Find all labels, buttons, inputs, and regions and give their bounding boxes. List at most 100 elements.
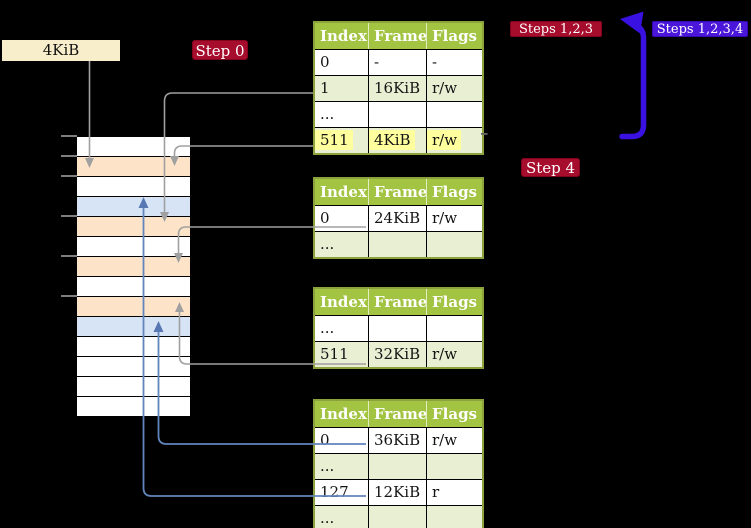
step-0-badge: Step 0 [192, 40, 248, 60]
table-row: ... [315, 453, 482, 479]
cell-index: 511 [315, 342, 368, 367]
page-table-2: Index Frame Flags 0 24KiB r/w ... [313, 177, 484, 259]
cell-flags [426, 506, 482, 528]
cell-index: 0 [315, 50, 368, 75]
header-flags: Flags [426, 179, 482, 205]
highlighted-value: 4KiB [369, 130, 415, 150]
cell-index: 127 [315, 480, 368, 505]
page-size-label: 4KiB [2, 40, 120, 61]
highlighted-value: r/w [427, 130, 462, 150]
cell-index: ... [315, 454, 368, 479]
header-frame: Frame [368, 401, 427, 427]
table-row: ... [315, 505, 482, 528]
cell-frame [368, 506, 426, 528]
header-flags: Flags [426, 289, 482, 315]
header-index: Index [320, 405, 367, 423]
cell-flags [426, 232, 482, 257]
header-index: Index [320, 183, 367, 201]
table-row: ... [315, 315, 482, 341]
header-frame: Frame [368, 179, 427, 205]
cell-flags [426, 316, 482, 341]
memory-row [77, 137, 190, 157]
address-tick [61, 295, 77, 297]
memory-row-table-16kib [77, 217, 190, 237]
step-4-badge: Step 4 [521, 158, 580, 177]
table-row: 1 16KiB r/w [315, 75, 482, 101]
header-flags: Flags [426, 401, 482, 427]
cell-frame: 12KiB [368, 480, 426, 505]
table-header-row: Index Frame Flags [315, 23, 482, 49]
memory-row [77, 277, 190, 297]
table-header-row: Index Frame Flags [315, 401, 482, 427]
cell-frame: 4KiB [368, 128, 426, 153]
cell-flags [426, 454, 482, 479]
header-index: Index [320, 27, 367, 45]
address-tick [61, 135, 77, 137]
memory-row-table-4kib [77, 157, 190, 177]
cell-frame [368, 316, 426, 341]
cell-frame: 16KiB [368, 76, 426, 101]
cell-index: ... [315, 232, 368, 257]
table-row: 127 12KiB r [315, 479, 482, 505]
header-frame: Frame [368, 289, 427, 315]
memory-row [77, 377, 190, 397]
address-tick [61, 155, 77, 157]
address-tick [61, 175, 77, 177]
address-tick [61, 255, 77, 257]
steps-1234-badge: Steps 1,2,3,4 [652, 21, 748, 37]
cell-frame: - [368, 50, 426, 75]
memory-row-frame-36kib [77, 317, 190, 337]
highlighted-value: 511 [315, 130, 353, 150]
page-table-4: Index Frame Flags 0 36KiB r/w ... 127 12… [313, 399, 484, 528]
table-row-highlighted: 511 4KiB r/w [315, 127, 482, 153]
table-row: ... [315, 101, 482, 127]
cell-index: 1 [315, 76, 368, 101]
loop-arrow-steps [619, 22, 647, 140]
cell-flags: r/w [426, 206, 482, 231]
header-frame: Frame [368, 23, 427, 49]
table-row: 511 32KiB r/w [315, 341, 482, 367]
cell-flags [426, 102, 482, 127]
memory-row [77, 357, 190, 377]
cell-index: 0 [315, 428, 368, 453]
cell-flags: r/w [426, 428, 482, 453]
memory-row [77, 397, 190, 417]
physical-memory-column [77, 137, 190, 417]
header-index: Index [320, 293, 367, 311]
loop-arrowhead [620, 11, 644, 34]
memory-row [77, 177, 190, 197]
memory-row-table-32kib [77, 297, 190, 317]
table-row: 0 - - [315, 49, 482, 75]
cell-index: ... [315, 316, 368, 341]
cell-frame: 32KiB [368, 342, 426, 367]
table-row: ... [315, 231, 482, 257]
steps-123-badge: Steps 1,2,3 [510, 21, 602, 37]
cell-index: ... [315, 506, 368, 528]
cell-flags: r/w [426, 128, 482, 153]
memory-row [77, 337, 190, 357]
address-tick [61, 215, 77, 217]
table-row: 0 24KiB r/w [315, 205, 482, 231]
cell-frame [368, 102, 426, 127]
cell-index: 511 [315, 128, 368, 153]
table-row: 0 36KiB r/w [315, 427, 482, 453]
arrow-table1-entry511-to-memory [173, 145, 313, 156]
cell-frame [368, 232, 426, 257]
table-header-row: Index Frame Flags [315, 289, 482, 315]
cell-flags: - [426, 50, 482, 75]
memory-row [77, 237, 190, 257]
cell-frame [368, 454, 426, 479]
cell-frame: 36KiB [368, 428, 426, 453]
table-header-row: Index Frame Flags [315, 179, 482, 205]
page-table-1: Index Frame Flags 0 - - 1 16KiB r/w ... … [313, 21, 484, 155]
cell-frame: 24KiB [368, 206, 426, 231]
page-table-3: Index Frame Flags ... 511 32KiB r/w [313, 287, 484, 369]
cell-flags: r/w [426, 342, 482, 367]
cell-index: 0 [315, 206, 368, 231]
cell-flags: r [426, 480, 482, 505]
cell-flags: r/w [426, 76, 482, 101]
memory-row-table-24kib [77, 257, 190, 277]
cell-index: ... [315, 102, 368, 127]
memory-row-frame-12kib [77, 197, 190, 217]
